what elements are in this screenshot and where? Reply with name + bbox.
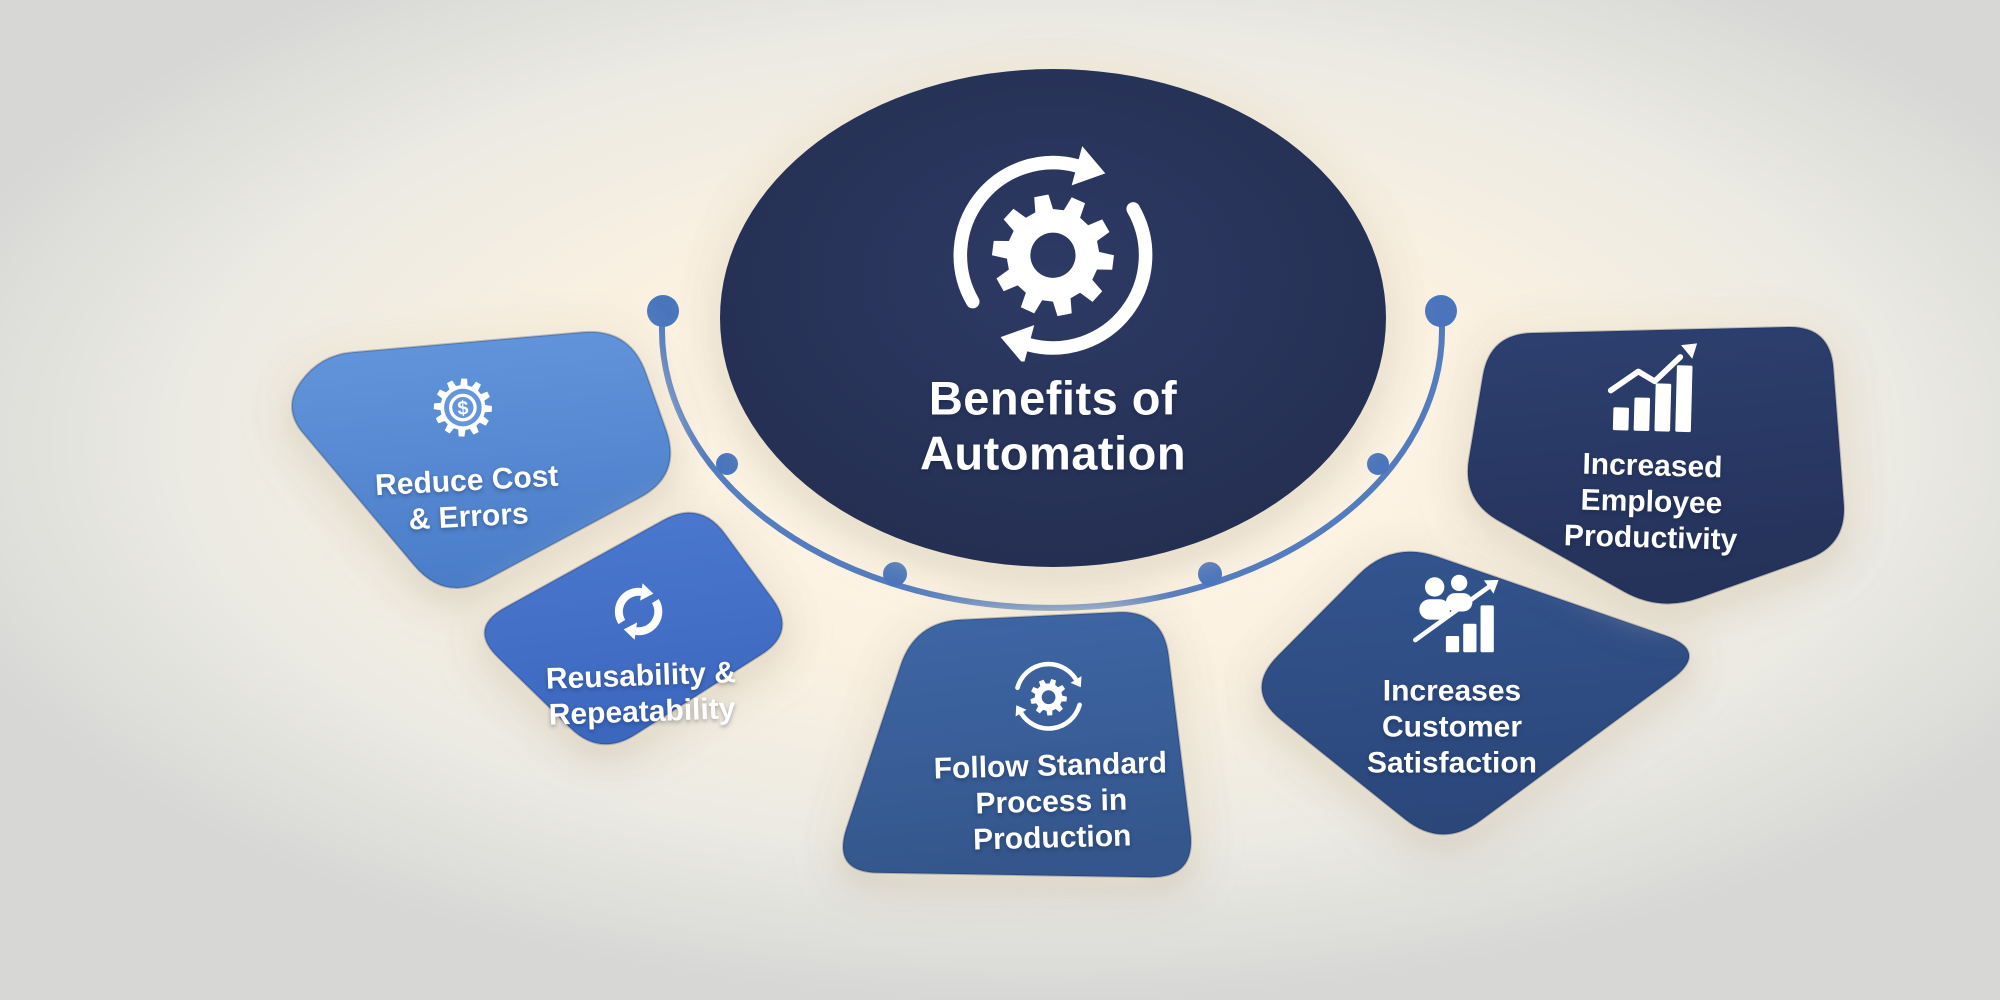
petal-standard-process (842, 611, 1193, 879)
arc-dot (716, 453, 738, 475)
petal-reduce-cost (291, 330, 672, 589)
arc-dot (1425, 295, 1457, 327)
arc-dot (1367, 453, 1389, 475)
petal-employee-productivity (1466, 325, 1845, 605)
petal-customer-satisfaction (1260, 550, 1691, 836)
connector-arc-line (659, 309, 1445, 611)
center-circle (720, 69, 1386, 567)
arc-dot (883, 562, 907, 586)
arc-dot (647, 295, 679, 327)
arc-dot (1198, 562, 1222, 586)
connector-arc (647, 295, 1457, 611)
